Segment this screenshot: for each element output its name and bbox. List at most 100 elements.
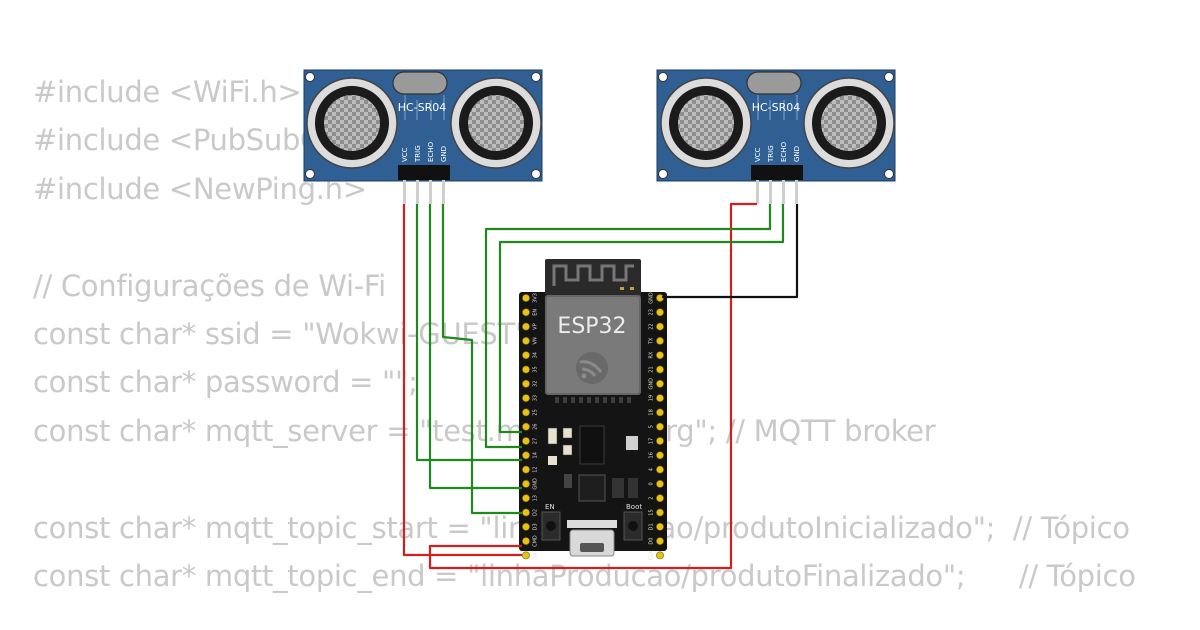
gpio-pin[interactable] <box>522 408 530 417</box>
wire-left-trig[interactable] <box>415 204 522 462</box>
pin-label: VCC <box>401 147 409 162</box>
gpio-pin[interactable] <box>522 422 530 431</box>
gpio-pin[interactable] <box>656 508 664 517</box>
gpio-pin[interactable] <box>522 494 530 503</box>
gpio-pin-label: RX <box>649 351 655 358</box>
board-label: ESP32 <box>557 314 626 339</box>
transducer-left-icon <box>306 77 398 169</box>
gpio-pin[interactable] <box>522 537 530 545</box>
transducer-right-icon <box>803 77 895 169</box>
en-button-label: EN <box>545 503 555 511</box>
esp32-board[interactable]: ESP32 EN <box>519 259 667 560</box>
gpio-pin-label: 35 <box>533 366 539 372</box>
gpio-pin[interactable] <box>656 351 664 360</box>
gpio-pin-label: 5V <box>533 552 539 559</box>
gpio-pin[interactable] <box>522 437 530 445</box>
gpio-pin[interactable] <box>522 294 530 302</box>
gpio-pin-label: 19 <box>649 395 655 401</box>
gpio-pin[interactable] <box>656 379 664 388</box>
micro-usb-port-icon <box>567 520 617 557</box>
gpio-pin[interactable] <box>656 451 664 460</box>
gpio-pin[interactable] <box>522 522 530 531</box>
gpio-pin-label: 0 <box>649 482 655 485</box>
gpio-pin-label: 22 <box>649 323 655 329</box>
gpio-pin-label: EN <box>533 309 539 316</box>
wire-left-vcc[interactable] <box>402 204 522 557</box>
code-line: #include <WiFi.h> <box>33 75 302 109</box>
gpio-pin-label: 33 <box>533 395 539 401</box>
gpio-pin-label: CMD <box>533 535 539 547</box>
gpio-pin-label: 12 <box>533 466 539 472</box>
gpio-pin[interactable] <box>522 394 530 402</box>
wire-right-gnd[interactable] <box>662 204 799 299</box>
gpio-pin[interactable] <box>656 408 664 417</box>
pin-label: GND <box>440 146 448 162</box>
gpio-pin-label: D1 <box>649 523 655 530</box>
gpio-pin-label: 18 <box>649 409 655 415</box>
pin-label: ECHO <box>780 141 788 162</box>
gpio-pin-label: D0 <box>649 538 655 545</box>
pin-label: TRIG <box>414 145 422 163</box>
wire-right-trig[interactable] <box>484 204 772 449</box>
ultrasonic-sensor-left[interactable]: HC-SR04 VCC TRIG ECHO GND <box>303 69 543 204</box>
gpio-pin-label: 14 <box>533 452 539 458</box>
gpio-pin[interactable] <box>656 479 664 488</box>
gpio-pin-label: 27 <box>533 438 539 444</box>
en-button[interactable] <box>541 511 561 541</box>
transducer-left-icon <box>660 77 752 169</box>
wire-right-echo[interactable] <box>498 204 785 434</box>
gpio-pin-label: 25 <box>533 409 539 415</box>
gpio-pin[interactable] <box>656 422 664 431</box>
gpio-pin-label: 13 <box>533 495 539 501</box>
gpio-pin[interactable] <box>656 308 664 317</box>
wire-left-echo[interactable] <box>428 204 522 490</box>
wire-left-gnd[interactable] <box>441 204 522 515</box>
gpio-pin[interactable] <box>656 537 664 545</box>
gpio-pin[interactable] <box>656 437 664 445</box>
gpio-pin[interactable] <box>522 351 530 360</box>
gpio-pin[interactable] <box>522 336 530 345</box>
gpio-pin-label: VP <box>533 323 539 329</box>
gpio-pin[interactable] <box>656 551 664 560</box>
gpio-pin-label: 32 <box>533 381 539 387</box>
transducer-right-icon <box>450 77 542 169</box>
gpio-pin[interactable] <box>656 494 664 503</box>
gpio-pin-label: 26 <box>533 424 539 430</box>
gpio-pin[interactable] <box>522 322 530 331</box>
gpio-pin[interactable] <box>522 551 530 560</box>
gpio-pin[interactable] <box>656 522 664 531</box>
gpio-pin-label: D2 <box>533 509 539 516</box>
gpio-pin-label: 21 <box>649 366 655 372</box>
gpio-pin[interactable] <box>522 451 530 460</box>
gpio-pin-label: 34 <box>533 352 539 358</box>
gpio-pin[interactable] <box>656 365 664 374</box>
gpio-pin-label: D3 <box>533 523 539 530</box>
gpio-pin[interactable] <box>656 322 664 331</box>
gpio-pin-label: 23 <box>649 309 655 315</box>
gpio-pin-label: CLK <box>649 550 655 560</box>
code-line: const char* ssid = "Wokwi-GUEST"; <box>33 316 538 351</box>
gpio-pin[interactable] <box>522 308 530 317</box>
gpio-pin[interactable] <box>656 465 664 474</box>
gpio-pin-label: 16 <box>649 452 655 458</box>
boot-button-label: Boot <box>626 503 642 511</box>
gpio-pin[interactable] <box>522 508 530 517</box>
gpio-pin-label: 15 <box>649 509 655 515</box>
gpio-pin-label: 2 <box>649 497 655 500</box>
gpio-pin[interactable] <box>522 479 530 488</box>
pin-label: VCC <box>754 147 762 162</box>
gpio-pin[interactable] <box>522 379 530 388</box>
boot-button[interactable] <box>623 511 643 541</box>
code-line: const char* mqtt_topic_end = "linhaProdu… <box>33 558 1136 593</box>
gpio-pin[interactable] <box>656 394 664 402</box>
code-line: const char* password = ""; <box>33 365 418 400</box>
gpio-pin-label: GND <box>649 292 655 304</box>
gpio-pin[interactable] <box>656 336 664 345</box>
pin-label: GND <box>793 146 801 162</box>
gpio-pin[interactable] <box>522 365 530 374</box>
sensor-label: HC-SR04 <box>398 101 447 114</box>
gpio-pin[interactable] <box>522 465 530 474</box>
ultrasonic-sensor-right[interactable]: HC-SR04 VCC TRIG ECHO GND <box>656 69 896 204</box>
wire-right-vcc[interactable] <box>428 202 757 570</box>
